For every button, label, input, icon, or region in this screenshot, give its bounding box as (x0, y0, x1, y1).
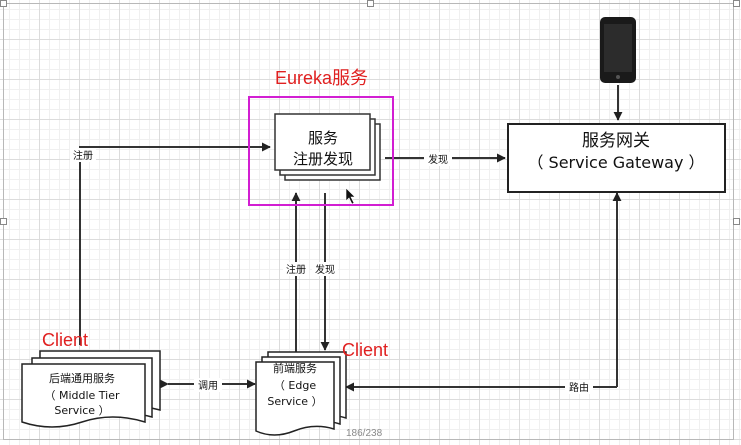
svg-text:调用: 调用 (198, 380, 218, 392)
edge-service-node[interactable] (255, 351, 347, 436)
svg-text:注册: 注册 (73, 149, 93, 162)
edge-label-discover-mid: 发现 (312, 262, 338, 276)
edge-service-label-line2: （ Edge (274, 379, 316, 392)
gateway-label-line1: 服务网关 (582, 131, 650, 151)
page-indicator: 186/238 (346, 428, 383, 439)
middle-tier-node[interactable] (21, 350, 161, 428)
edge-label-discover-top: 发现 (424, 152, 452, 166)
gateway-node[interactable] (507, 123, 726, 193)
edge-label-register-mid: 注册 (283, 262, 309, 276)
svg-text:路由: 路由 (569, 381, 589, 394)
client-label-right: Client (342, 340, 388, 360)
middle-tier-label-line2: （ Middle Tier (44, 389, 120, 402)
registry-label-line1: 服务 (308, 129, 338, 147)
registry-node[interactable] (274, 113, 381, 181)
resize-handle-middle-right[interactable] (733, 218, 740, 225)
middle-tier-label-line3: Service ） (54, 404, 109, 417)
resize-handle-top-center[interactable] (367, 0, 374, 7)
resize-handle-middle-left[interactable] (0, 218, 7, 225)
edge-label-route: 路由 (565, 380, 593, 394)
eureka-label: Eureka服务 (275, 68, 368, 88)
resize-handle-top-left[interactable] (0, 0, 7, 7)
middle-tier-label-line1: 后端通用服务 (49, 372, 115, 385)
edge-service-label-line3: Service ） (267, 395, 322, 408)
edge-label-invoke: 调用 (194, 378, 222, 392)
svg-text:发现: 发现 (428, 153, 448, 166)
gateway-label-line2: （ Service Gateway ） (527, 153, 704, 172)
edge-service-label-line1: 前端服务 (273, 361, 317, 375)
edge-label-register-left: 注册 (70, 148, 96, 162)
cursor-icon (345, 187, 356, 205)
resize-handle-top-right[interactable] (733, 0, 740, 7)
svg-text:注册: 注册 (286, 263, 306, 276)
phone-icon (600, 17, 636, 83)
svg-text:发现: 发现 (315, 263, 335, 276)
client-label-left: Client (42, 330, 88, 350)
edge-register-left (79, 142, 271, 345)
eureka-highlight-box (248, 96, 394, 206)
registry-label-line2: 注册发现 (293, 150, 353, 168)
